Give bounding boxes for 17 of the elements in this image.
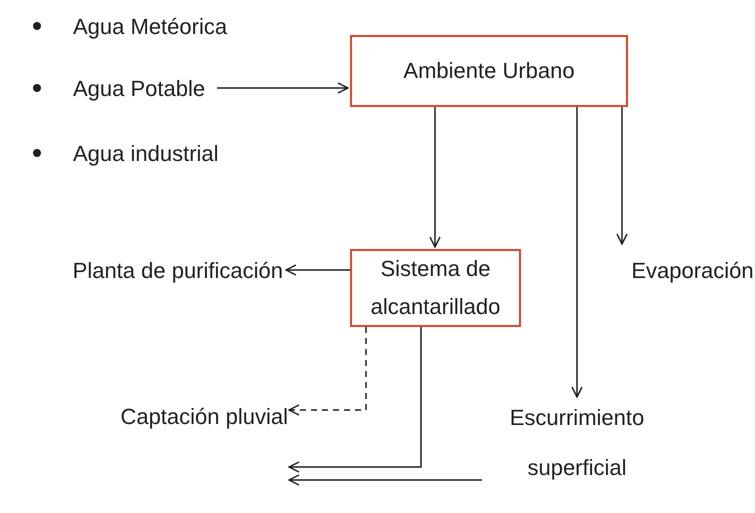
- process-box: Sistema de alcantarillado: [350, 249, 521, 327]
- list-item-text: Agua industrial: [73, 140, 220, 168]
- process-box: Ambiente Urbano: [350, 35, 628, 107]
- node-label: Escurrimiento superficial: [508, 404, 646, 482]
- node-label: Evaporación: [631, 256, 754, 285]
- node-label: Captación pluvial: [120, 403, 288, 431]
- node-label: Planta de purificación: [72, 256, 283, 285]
- arrow: [571, 107, 583, 398]
- arrow: [288, 327, 422, 473]
- list-item-text: Agua Metéorica: [73, 12, 228, 41]
- arrow: [616, 107, 628, 245]
- arrow: [217, 82, 349, 94]
- dashed-arrow: [288, 327, 367, 416]
- arrow: [285, 264, 350, 276]
- arrow: [288, 474, 482, 486]
- arrow: [429, 107, 441, 248]
- list-item-text: Agua Potable: [73, 74, 206, 103]
